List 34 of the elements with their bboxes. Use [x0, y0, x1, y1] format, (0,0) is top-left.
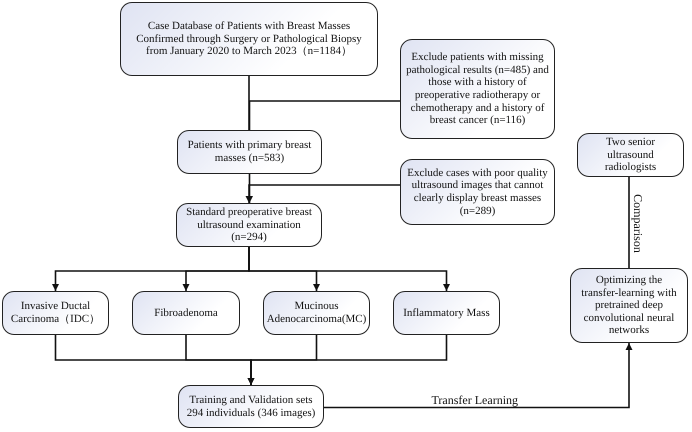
process-box: [176, 203, 322, 247]
process-box: [177, 130, 322, 174]
box-text: Two senior ultrasound radiologists: [604, 136, 658, 174]
edge-label: Transfer Learning: [432, 392, 518, 408]
arrow: [324, 343, 632, 408]
box-text: Invasive Ductal Carcinoma（IDC）: [10, 300, 102, 326]
box-text: Standard preoperative breast ultrasound examination (n=294): [185, 206, 313, 244]
connector-line: [248, 100, 400, 130]
box-text: Training and Validation sets 294 individuals (346 images): [186, 394, 316, 420]
connector-line: [628, 177, 630, 268]
edge-label: Comparison: [629, 194, 644, 252]
arrow: [246, 174, 253, 203]
arrow: [246, 184, 400, 203]
box-text: Case Database of Patients with Breast Masses Confirmed through Surgery or Pathological Biopsy from January 2020 to March 2023（n=1184）: [135, 20, 363, 58]
box-text: Optimizing the transfer-learning with pretrained deep convolutional neural networks: [580, 274, 678, 338]
process-box: [2, 291, 109, 335]
process-box: [132, 291, 240, 335]
process-box: [570, 268, 688, 343]
process-box: [577, 133, 684, 177]
box-text: Exclude cases with poor quality ultrasound images that cannot clearly display breast masses (n=289): [406, 166, 549, 218]
box-text: Inflammatory Mass: [403, 306, 490, 320]
process-box: [400, 159, 555, 225]
box-text: Exclude patients with missing pathological results (n=485) and those with a history of preoperative radiotherapy or chemotherapy and a history of breast cancer (n=116): [406, 51, 549, 127]
box-text: Fibroadenoma: [154, 306, 218, 320]
box-text: Patients with primary breast masses (n=583): [186, 139, 312, 165]
box-text: Mucinous Adenocarcinoma(MC): [266, 300, 366, 326]
arrow: [248, 247, 450, 291]
connector-line: [248, 76, 250, 130]
arrow: [248, 335, 448, 385]
process-box: [263, 291, 370, 335]
process-box: [400, 39, 555, 139]
process-box: [178, 385, 324, 428]
process-box: [393, 291, 500, 335]
process-box: [120, 2, 378, 76]
